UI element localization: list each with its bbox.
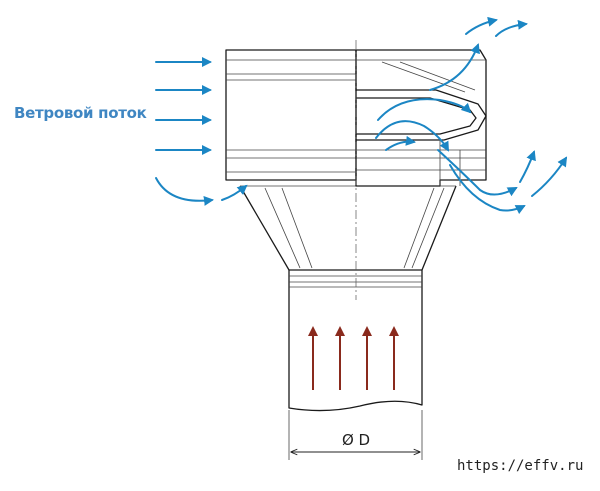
wind-flow-label: Ветровой поток (14, 104, 147, 122)
deflector-head (355, 49, 487, 187)
left-housing (225, 49, 357, 181)
diffuser-cone (239, 185, 457, 271)
diameter-dimension: Ø D (288, 410, 423, 460)
exhaust-pipe (288, 269, 423, 412)
exhaust-arrows (308, 326, 399, 390)
wind-arrows-outgoing (375, 16, 568, 215)
source-url: https://effv.ru (457, 458, 583, 474)
diameter-label: Ø D (342, 431, 370, 449)
wind-arrows-incoming (155, 57, 248, 206)
